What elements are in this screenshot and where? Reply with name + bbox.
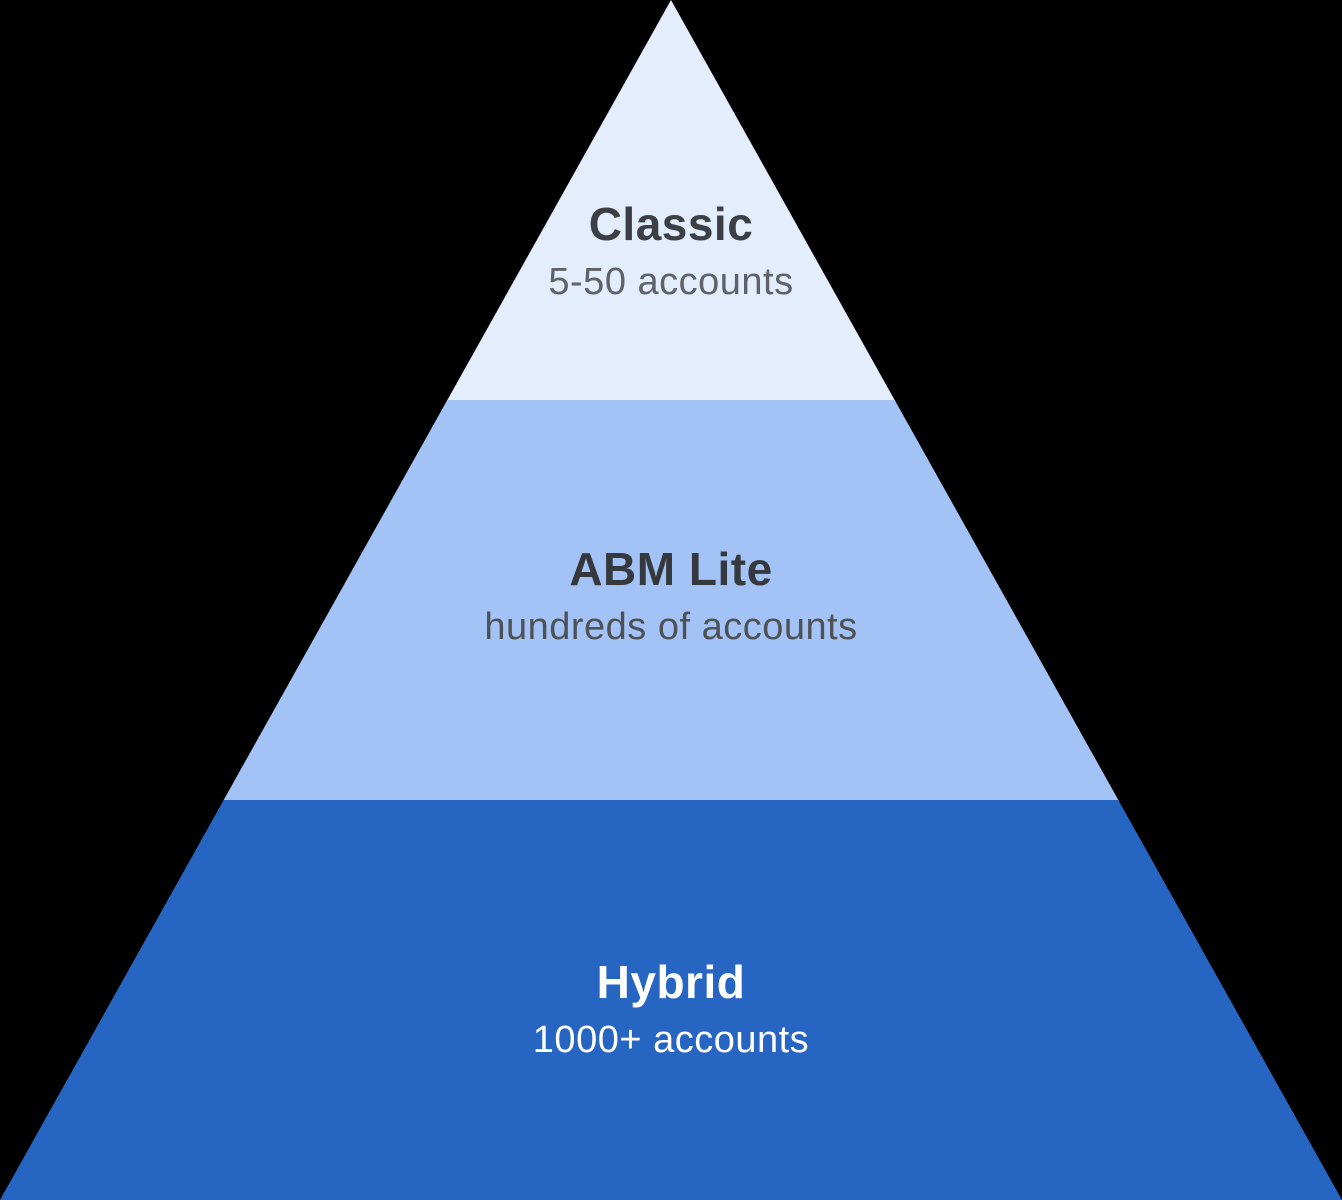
tier-abm-lite-shape	[223, 400, 1119, 801]
tier-classic-shape	[446, 0, 896, 401]
tier-hybrid-shape	[0, 800, 1342, 1200]
